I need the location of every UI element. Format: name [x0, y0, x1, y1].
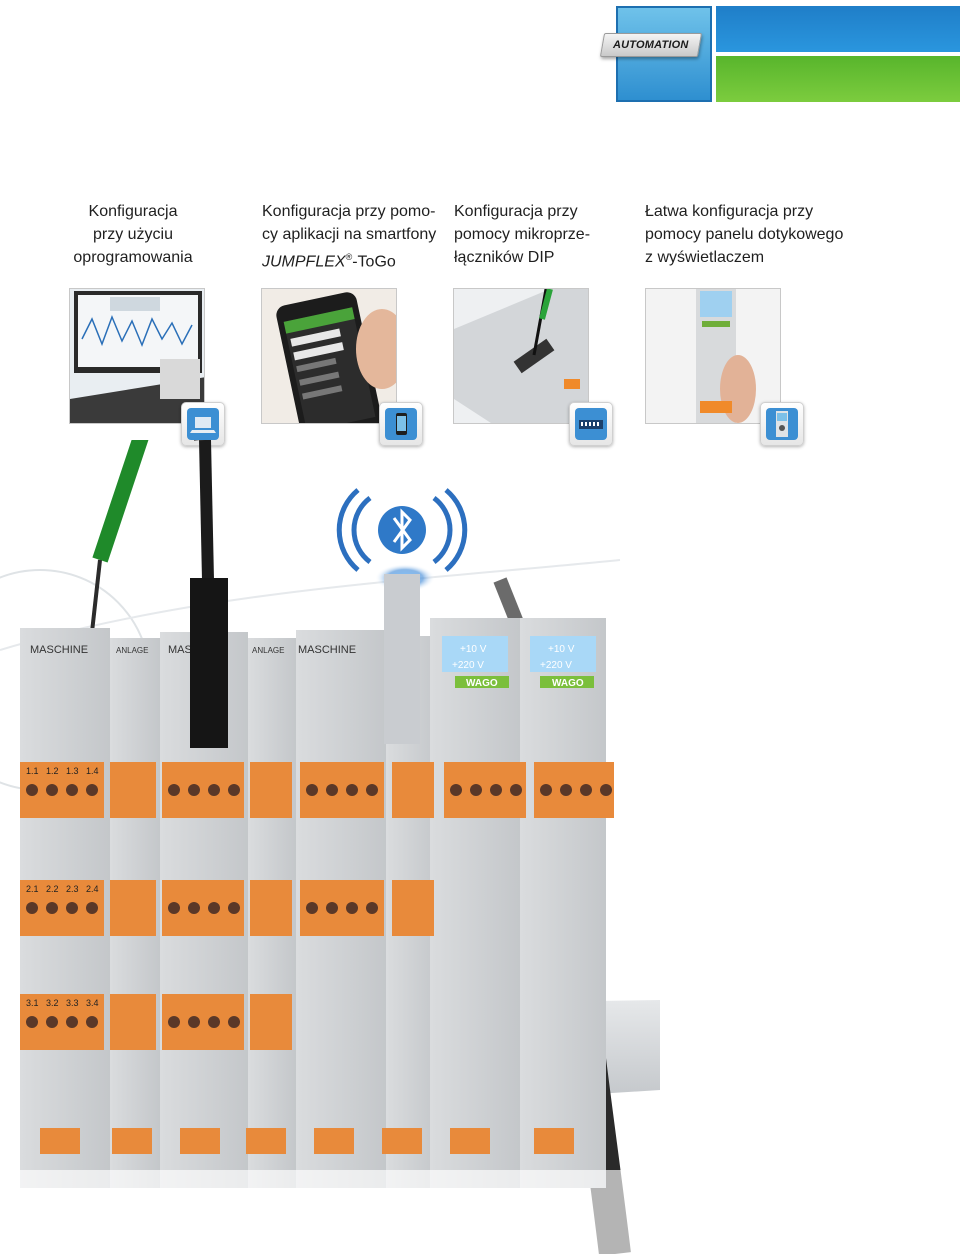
product-photo-terminal-blocks: MASCHINE ANLAGE MASCHINE ANLAGE MASCHINE… [0, 234, 960, 1256]
display-value: +220 V [540, 660, 572, 671]
module-label: MASCHINE [298, 644, 356, 656]
jumpflex-brand: JUMPFLEX [262, 253, 346, 271]
photo-laptop-software [69, 288, 205, 424]
caption-touch-panel: Łatwa konfiguracja przy pomocy panelu do… [645, 203, 844, 266]
svg-text:3.3: 3.3 [66, 998, 79, 1008]
photo-smartphone-app [261, 288, 397, 424]
caption-dip-switch: Konfiguracja przy pomocy mikroprze- łącz… [454, 203, 591, 266]
svg-text:1.1: 1.1 [26, 766, 39, 776]
caption-smartphone: Konfiguracja przy pomo- cy aplikacji na … [262, 203, 437, 271]
svg-text:1.4: 1.4 [86, 766, 99, 776]
photo-dip-switch [453, 288, 589, 424]
svg-text:3.2: 3.2 [46, 998, 59, 1008]
svg-text:1.2: 1.2 [46, 766, 59, 776]
module-label: MASCHINE [30, 644, 88, 656]
brand-blue-bar [716, 6, 960, 52]
wago-logo-text: WAGO [466, 678, 498, 689]
automation-badge-label: AUTOMATION [613, 39, 689, 51]
svg-text:1.3: 1.3 [66, 766, 79, 776]
module-label: ANLAGE [116, 646, 148, 655]
svg-text:2.3: 2.3 [66, 884, 79, 894]
bluetooth-icon [336, 488, 468, 572]
dip-switch-icon [569, 402, 613, 446]
photo-touch-display [645, 288, 781, 424]
svg-text:3.4: 3.4 [86, 998, 99, 1008]
display-value: +10 V [548, 644, 575, 655]
svg-text:2.1: 2.1 [26, 884, 39, 894]
automation-badge: AUTOMATION [599, 33, 703, 57]
smartphone-icon [379, 402, 423, 446]
wago-logo-text: WAGO [552, 678, 584, 689]
display-value: +10 V [460, 644, 487, 655]
module-label: ANLAGE [252, 646, 284, 655]
svg-text:3.1: 3.1 [26, 998, 39, 1008]
svg-text:2.2: 2.2 [46, 884, 59, 894]
display-value: +220 V [452, 660, 484, 671]
display-panel-icon [760, 402, 804, 446]
svg-text:2.4: 2.4 [86, 884, 99, 894]
caption-software: Konfiguracja przy użyciu oprogramowania [73, 203, 193, 266]
brand-green-bar [716, 56, 960, 102]
